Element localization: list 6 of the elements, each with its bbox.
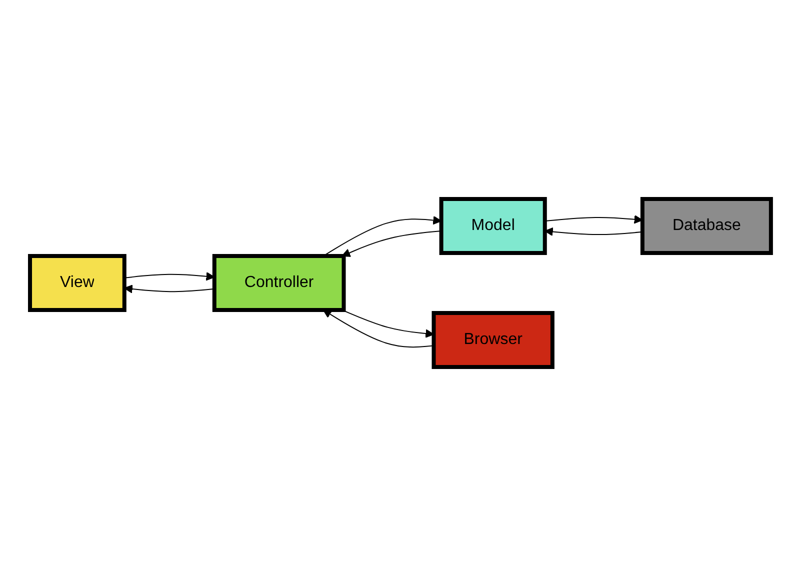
arrow bbox=[322, 309, 434, 348]
node-box: Controller bbox=[212, 254, 346, 312]
node-box: Database bbox=[640, 196, 772, 254]
node-box: Model bbox=[438, 196, 546, 254]
node-box: Browser bbox=[431, 310, 554, 368]
node-box: View bbox=[28, 254, 126, 312]
